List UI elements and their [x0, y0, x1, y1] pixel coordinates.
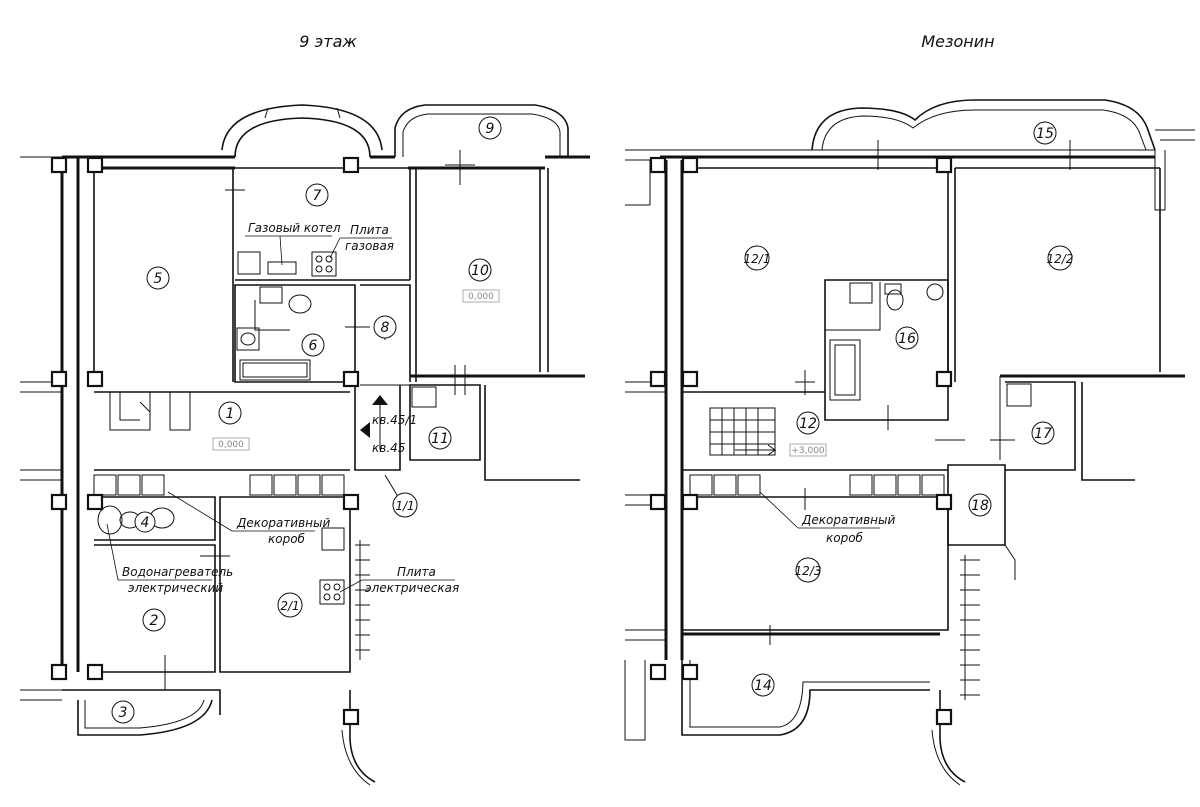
svg-text:11: 11	[431, 431, 449, 447]
svg-text:8: 8	[381, 320, 390, 336]
svg-text:16: 16	[898, 331, 916, 347]
label-kv-45: кв.45	[372, 441, 405, 455]
svg-text:1: 1	[226, 406, 235, 422]
label-deco-box-1: Декоративный	[236, 516, 331, 530]
room-1-1: 1/1	[392, 492, 418, 518]
room-10: 10	[468, 258, 492, 282]
room-12-3: 12/3	[795, 557, 822, 583]
room-12-2: 12/2	[1047, 245, 1074, 271]
room-12-1: 12/1	[744, 245, 771, 271]
room-4: 4	[134, 511, 156, 533]
svg-text:12/1: 12/1	[744, 252, 771, 266]
mezzanine-title: Мезонин	[921, 32, 994, 51]
svg-text:17: 17	[1034, 426, 1052, 442]
room-14: 14	[751, 673, 775, 697]
room-2: 2	[142, 608, 166, 632]
svg-text:18: 18	[971, 498, 989, 514]
room-6: 6	[301, 333, 325, 357]
label-gas-stove-1: Плита	[350, 223, 389, 237]
label-mez-deco-box-2: короб	[826, 531, 864, 545]
room-5: 5	[146, 266, 170, 290]
svg-text:12: 12	[799, 416, 817, 432]
mezzanine-plan: 15 12/1 12/2 16 12 17 18 12/3 14 +3,000 …	[624, 99, 1195, 786]
svg-text:10: 10	[471, 263, 489, 279]
svg-text:14: 14	[754, 678, 772, 694]
svg-text:12/2: 12/2	[1047, 252, 1074, 266]
svg-text:5: 5	[154, 271, 163, 287]
label-gas-boiler: Газовый котел	[248, 221, 341, 235]
label-electric-stove-2: электрическая	[365, 581, 459, 595]
label-mez-deco-box-1: Декоративный	[801, 513, 896, 527]
label-deco-box-2: короб	[268, 532, 306, 546]
label-electric-stove-1: Плита	[397, 565, 436, 579]
svg-text:9: 9	[486, 121, 495, 137]
level-room1: 0,000	[218, 440, 244, 450]
svg-text:3: 3	[119, 705, 128, 721]
room-7: 7	[305, 183, 329, 207]
room-18: 18	[968, 493, 992, 517]
level-room10: 0,000	[468, 292, 494, 302]
room-15: 15	[1033, 121, 1057, 145]
room-12: 12	[796, 411, 820, 435]
room-16: 16	[895, 326, 919, 350]
svg-text:7: 7	[313, 188, 322, 204]
room-9: 9	[478, 116, 502, 140]
label-water-heater-1: Водонагреватель	[122, 565, 233, 579]
label-kv-45-1: кв.45/1	[372, 413, 417, 427]
room-17: 17	[1031, 421, 1055, 445]
level-room12: +3,000	[791, 446, 825, 456]
svg-text:2: 2	[150, 613, 159, 629]
svg-text:6: 6	[309, 338, 318, 354]
label-gas-stove-2: газовая	[345, 239, 394, 253]
room-11: 11	[428, 426, 452, 450]
label-water-heater-2: электрический	[128, 581, 223, 595]
room-2-1: 2/1	[277, 592, 303, 618]
room-3: 3	[111, 700, 135, 724]
svg-text:1/1: 1/1	[395, 499, 414, 513]
svg-text:4: 4	[141, 515, 150, 531]
svg-text:15: 15	[1036, 126, 1054, 142]
svg-text:2/1: 2/1	[280, 599, 299, 613]
floor9-plan: 5 7 9 10 6 8 1 11 1/1 4 2 2/1 3 0,000 0,…	[20, 104, 590, 786]
floor9-title: 9 этаж	[299, 32, 357, 51]
room-1: 1	[218, 401, 242, 425]
room-8: 8	[373, 315, 397, 339]
svg-text:12/3: 12/3	[795, 564, 822, 578]
